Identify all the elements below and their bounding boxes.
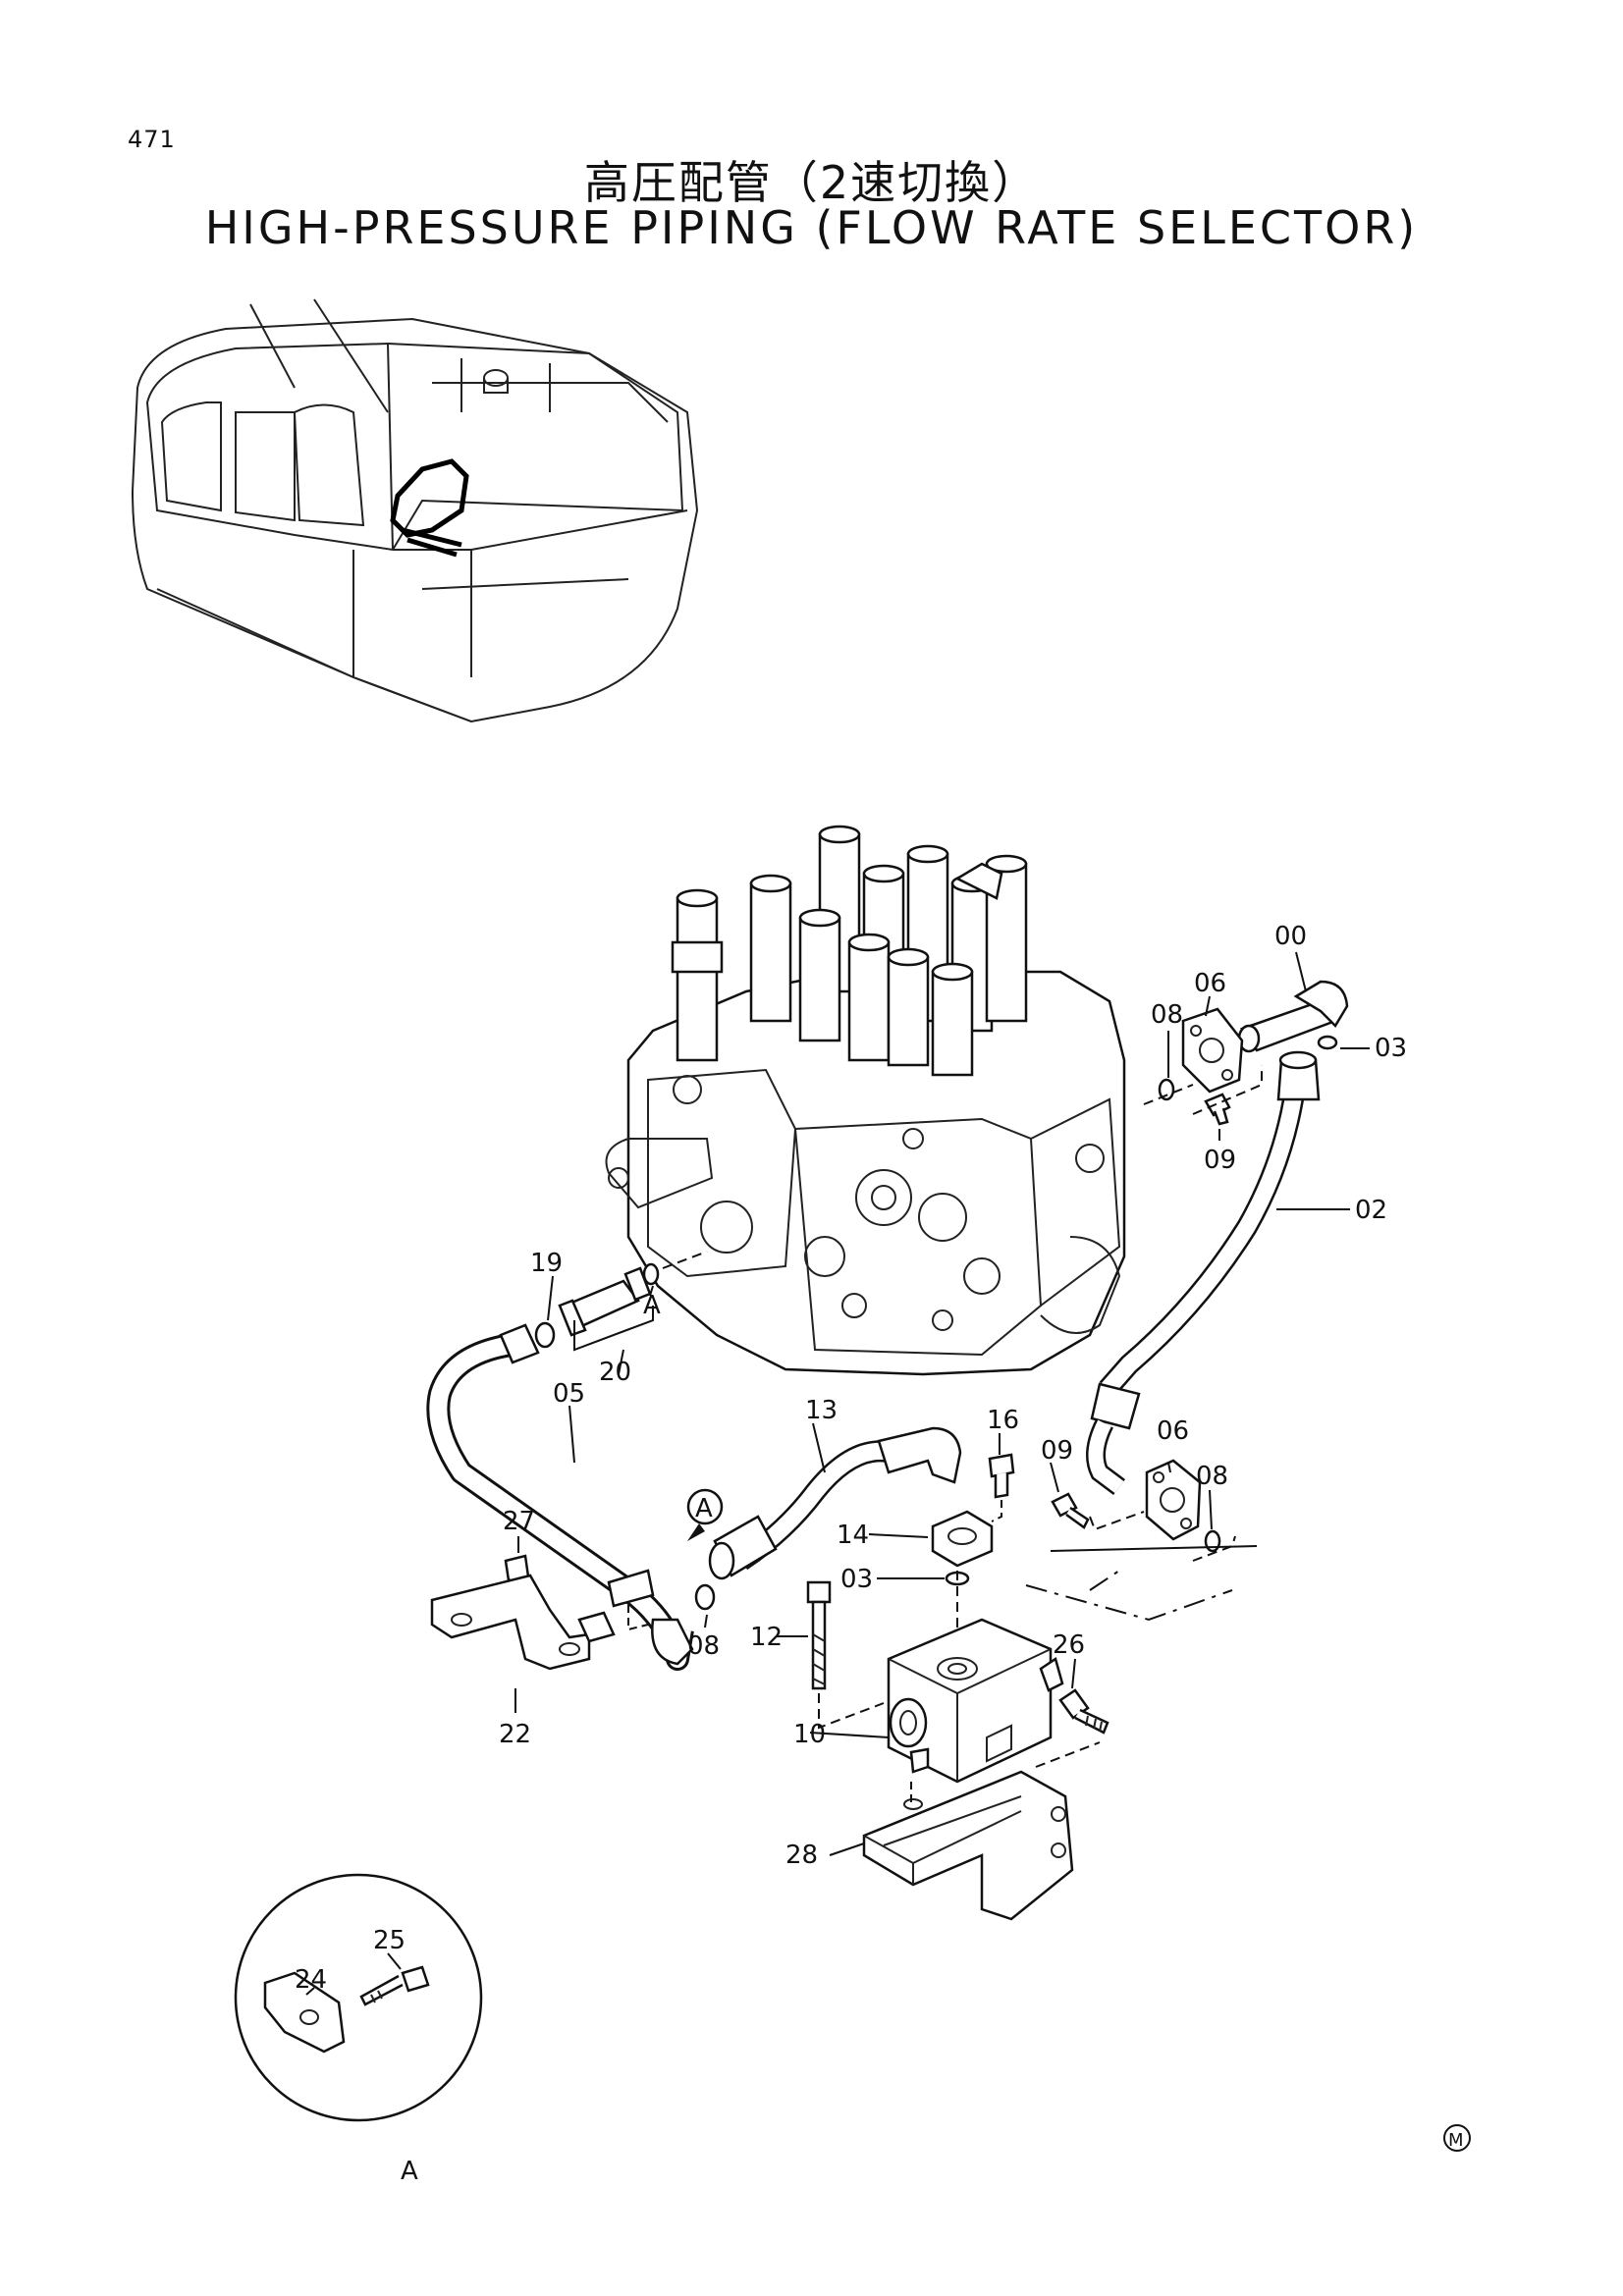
part-12-bolt [806,1580,832,1690]
part-22-clamp-bracket [430,1574,616,1671]
part-19-o-ring [534,1321,556,1349]
label-08-lower-left: 08 [687,1631,720,1661]
part-06-split-flange-upper [1181,1007,1244,1094]
label-19: 19 [530,1249,563,1278]
label-26: 26 [1053,1630,1085,1660]
part-00-elbow-fitting [1237,980,1349,1053]
label-14: 14 [837,1521,869,1550]
valve-spools [671,825,1028,1077]
part-20-adapter [558,1266,652,1337]
label-20: 20 [599,1358,631,1387]
label-10: 10 [793,1720,826,1749]
control-valve-block [605,825,1126,1376]
part-08-o-ring-lower-left [694,1583,716,1611]
clamp-fastener [607,1569,655,1608]
part-06-split-flange-lower [1145,1459,1202,1541]
label-12: 12 [750,1623,783,1652]
part-28-bracket [862,1770,1074,1921]
title-japanese: 高圧配管（2速切換） [583,156,1040,209]
label-09-upper: 09 [1204,1146,1236,1175]
part-13-hose [708,1426,962,1580]
label-13: 13 [805,1396,838,1425]
label-27: 27 [503,1507,535,1536]
detail-view-label: A [401,2157,418,2186]
makers-mark-circle [1443,2124,1471,2152]
part-08-o-ring-adapter [642,1262,660,1286]
detail-view-a [234,1873,483,2122]
label-08-lower-right: 08 [1196,1462,1228,1491]
label-03-upper: 03 [1375,1034,1407,1063]
makers-mark-letter: M [1448,2130,1464,2151]
title-english: HIGH-PRESSURE PIPING (FLOW RATE SELECTOR… [204,201,1419,254]
label-06-upper: 06 [1194,969,1226,998]
label-03-lower: 03 [840,1565,873,1594]
label-09-lower: 09 [1041,1436,1073,1466]
part-number-labels: 00 06 08 03 09 02 19 A 20 05 13 16 06 09… [295,922,1407,1995]
label-00: 00 [1274,922,1307,951]
label-view-a-ref: A [643,1291,661,1320]
part-14-flange [931,1510,994,1568]
part-05-pipe [426,1323,694,1671]
label-08-upper: 08 [1151,1000,1183,1030]
label-02: 02 [1355,1196,1387,1225]
view-a-marker [686,1488,724,1541]
part-09-bolt-lower [1051,1492,1090,1529]
part-26-bolt [1058,1688,1109,1735]
label-28: 28 [785,1841,818,1870]
label-16: 16 [987,1406,1019,1435]
label-06-lower: 06 [1157,1416,1189,1446]
part-09-bolt-upper [1204,1093,1231,1126]
part-08-o-ring-upper [1158,1078,1175,1101]
part-10-selector-valve [887,1618,1064,1784]
label-24: 24 [295,1965,327,1995]
part-16-bolt [988,1453,1015,1499]
label-22: 22 [499,1720,531,1749]
excavator-overview [131,298,699,723]
view-a-marker-letter: A [695,1494,713,1523]
part-02-hose [1086,1050,1321,1495]
label-25: 25 [373,1926,406,1955]
label-05: 05 [553,1379,585,1409]
leader-lines [305,951,1370,1996]
part-03-o-ring-upper [1317,1035,1338,1050]
page-number: 471 [128,126,176,153]
